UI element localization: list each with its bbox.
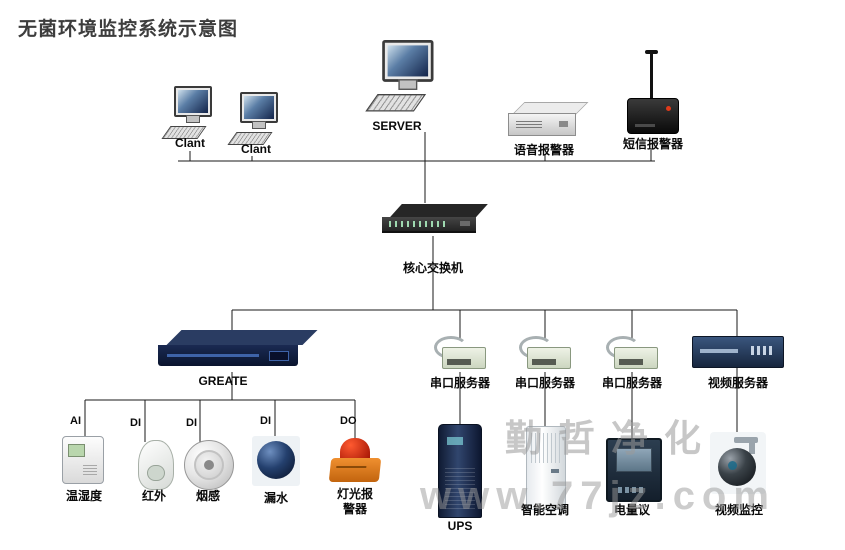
power-meter-label: 电量议 — [613, 503, 650, 517]
greate-controller-icon — [158, 330, 318, 374]
port-ai-label: AI — [70, 415, 81, 427]
camera-bracket-icon — [734, 437, 758, 454]
ups-label: UPS — [447, 519, 473, 533]
video-monitor-label: 视频监控 — [714, 503, 763, 517]
video-server-icon — [692, 336, 784, 368]
page-title: 无菌环境监控系统示意图 — [18, 19, 239, 40]
sms-alarm-device-icon — [620, 50, 684, 138]
infrared-label: 红外 — [141, 489, 166, 503]
light-alarm-icon — [328, 436, 384, 484]
power-meter-icon — [606, 438, 662, 502]
server-label: SERVER — [372, 119, 422, 133]
voice-alarm-device-icon — [508, 102, 589, 138]
server-computer-icon — [365, 40, 442, 112]
infrared-sensor-icon — [138, 440, 174, 490]
water-leak-label: 漏水 — [263, 491, 288, 505]
light-alarm-label: 灯光报警器 — [336, 487, 373, 516]
temp-humidity-label: 温湿度 — [65, 489, 102, 503]
client1-label: Clant — [175, 136, 205, 150]
core-switch-label: 核心交换机 — [402, 261, 463, 275]
serial-server2-label: 串口服务器 — [514, 376, 575, 390]
serial-server3-label: 串口服务器 — [601, 376, 662, 390]
keyboard-icon — [365, 94, 427, 112]
greate-label: GREATE — [198, 374, 248, 388]
monitor-icon — [382, 40, 434, 82]
video-server-label: 视频服务器 — [707, 376, 768, 390]
voice-alarm-label: 语音报警器 — [513, 143, 574, 157]
antenna-icon — [645, 50, 658, 98]
serial-server2-icon — [519, 336, 571, 370]
ups-icon — [438, 424, 482, 518]
temp-humidity-sensor-icon — [62, 436, 104, 484]
smoke-detector-icon — [184, 440, 234, 490]
port-do-label: DO — [340, 415, 357, 427]
serial-server1-icon — [434, 336, 486, 370]
smart-ac-label: 智能空调 — [520, 503, 569, 517]
port-di3-label: DI — [260, 415, 271, 427]
serial-server1-label: 串口服务器 — [429, 376, 490, 390]
client2-label: Clant — [241, 142, 271, 156]
client2-computer-icon — [227, 92, 284, 145]
camera-lens-icon — [718, 448, 756, 486]
serial-server3-icon — [606, 336, 658, 370]
smoke-label: 烟感 — [195, 489, 220, 503]
water-leak-sensor-icon — [252, 436, 300, 486]
monitor-icon — [174, 86, 212, 117]
air-conditioner-icon — [526, 426, 566, 510]
port-di1-label: DI — [130, 417, 141, 429]
network-switch-icon — [382, 202, 488, 240]
client1-computer-icon — [161, 86, 218, 139]
dome-camera-icon — [710, 432, 766, 494]
sms-alarm-label: 短信报警器 — [622, 137, 683, 151]
port-di2-label: DI — [186, 417, 197, 429]
monitor-icon — [240, 92, 278, 123]
